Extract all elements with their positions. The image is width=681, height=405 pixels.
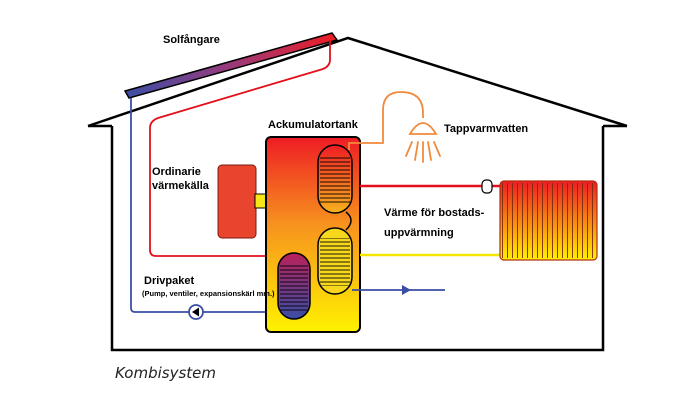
- heating-coil: [317, 227, 353, 295]
- label-heating-line2: uppvärmning: [384, 227, 454, 239]
- label-accumulator-tank: Ackumulatortank: [268, 119, 359, 131]
- solar-coil: [277, 252, 311, 320]
- radiator-icon: [499, 180, 598, 261]
- ordinary-heat-source: [217, 164, 257, 239]
- label-hot-tap-water: Tappvarmvatten: [444, 123, 528, 135]
- tap-water-coil: [317, 144, 353, 214]
- cold-water-inlet: [352, 285, 445, 295]
- valve-icon: [481, 179, 493, 194]
- pump-icon: [188, 304, 204, 320]
- label-heating-line1: Värme för bostads-: [384, 207, 485, 219]
- shower-icon: [405, 122, 441, 163]
- figure-caption: Kombisystem: [115, 364, 217, 382]
- label-heat-source-line1: Ordinarie: [152, 166, 201, 178]
- tap-water-pipe: [348, 91, 424, 150]
- label-drive-package: Drivpaket: [144, 275, 194, 287]
- house-outline: [87, 36, 628, 352]
- coil-link: [345, 211, 352, 231]
- label-drive-package-detail: (Pump, ventiler, expansionskärl mm.): [142, 289, 275, 298]
- label-heat-source-line2: värmekälla: [152, 180, 210, 192]
- solar-collector: [123, 32, 339, 99]
- solar-hot-pipe: [149, 40, 331, 257]
- label-solar-collector: Solfångare: [163, 34, 220, 46]
- solar-cold-pipe: [130, 98, 280, 313]
